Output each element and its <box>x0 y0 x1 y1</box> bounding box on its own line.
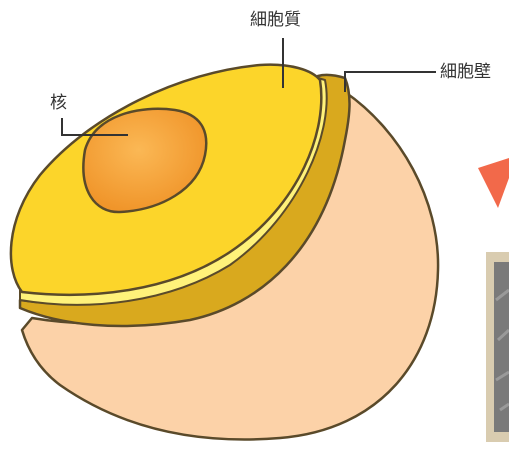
arrow-icon <box>478 158 509 208</box>
nucleus-label: 核 <box>50 95 67 112</box>
cytoplasm-label: 細胞質 <box>250 12 301 29</box>
cell-wall-leader-line <box>345 72 436 92</box>
cell-wall-label: 細胞壁 <box>440 64 491 81</box>
